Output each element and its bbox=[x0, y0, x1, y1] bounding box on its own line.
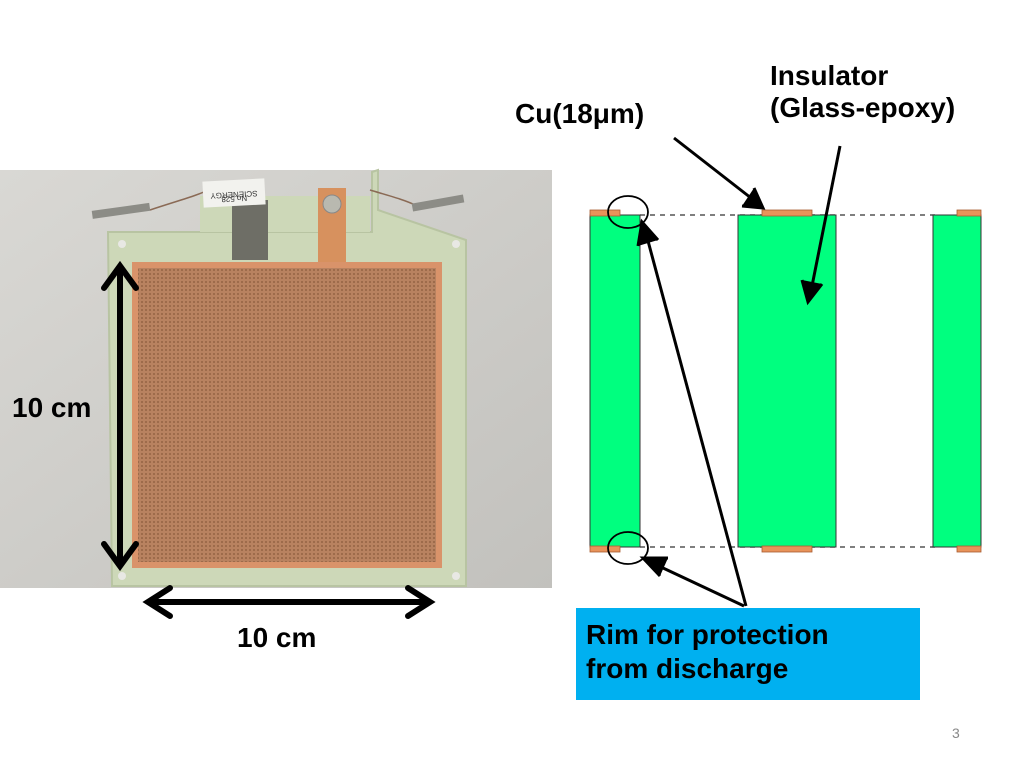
copper-layer-bottom-right bbox=[956, 545, 982, 553]
copper-layer-top-middle bbox=[761, 209, 813, 217]
copper-label: Cu(18μm) bbox=[515, 98, 645, 129]
insulator-label: Insulator (Glass-epoxy) bbox=[770, 60, 955, 124]
copper-layer-top-left bbox=[589, 209, 621, 217]
insulator-label-line1: Insulator bbox=[770, 60, 889, 91]
board-tag bbox=[202, 178, 266, 208]
horizontal-arrowhead-left bbox=[142, 585, 173, 619]
rim-circle-bottom bbox=[607, 531, 649, 565]
rim-circle-top bbox=[607, 195, 649, 229]
board-tag-line1: SCIENERGY bbox=[209, 189, 257, 200]
dark-strip bbox=[232, 200, 268, 260]
solder-point bbox=[322, 194, 342, 214]
screw-hole bbox=[118, 240, 126, 248]
board-tag-line2: No.528 bbox=[221, 193, 248, 203]
rim-pointer-head-top bbox=[636, 218, 660, 247]
screw-hole bbox=[452, 240, 460, 248]
insulator-column-left bbox=[589, 214, 641, 548]
copper-layer-top-right bbox=[956, 209, 982, 217]
insulator-pointer-head bbox=[800, 279, 824, 306]
vertical-arrowhead-bottom bbox=[101, 541, 139, 572]
screw-hole bbox=[452, 572, 460, 580]
cu-pointer-line bbox=[673, 136, 761, 207]
insulator-column-middle bbox=[737, 214, 837, 548]
copper-layer-bottom-left bbox=[589, 545, 621, 553]
horizontal-dimension-label: 10 cm bbox=[237, 622, 317, 653]
rim-pointer-head-bottom bbox=[639, 556, 668, 578]
page-number: 3 bbox=[952, 725, 960, 741]
cu-pointer-head bbox=[741, 187, 766, 210]
rim-pointer-line-top bbox=[642, 225, 748, 607]
insulator-column-right bbox=[932, 214, 982, 548]
copper-layer-bottom-middle bbox=[761, 545, 813, 553]
insulator-pointer-line bbox=[808, 145, 842, 297]
vertical-dimension-label: 10 cm bbox=[12, 392, 92, 423]
rim-callout-line2: from discharge bbox=[586, 652, 789, 684]
insulator-label-line2: (Glass-epoxy) bbox=[770, 92, 956, 124]
rim-callout-box: Rim for protection from discharge bbox=[576, 608, 920, 700]
connector-right bbox=[411, 194, 465, 212]
connector-left bbox=[91, 202, 151, 219]
copper-plate bbox=[138, 268, 436, 562]
vertical-arrowhead-top bbox=[101, 260, 139, 291]
horizontal-arrowhead-right bbox=[405, 585, 436, 619]
rim-callout-line1: Rim for protection bbox=[586, 619, 829, 650]
screw-hole bbox=[118, 572, 126, 580]
